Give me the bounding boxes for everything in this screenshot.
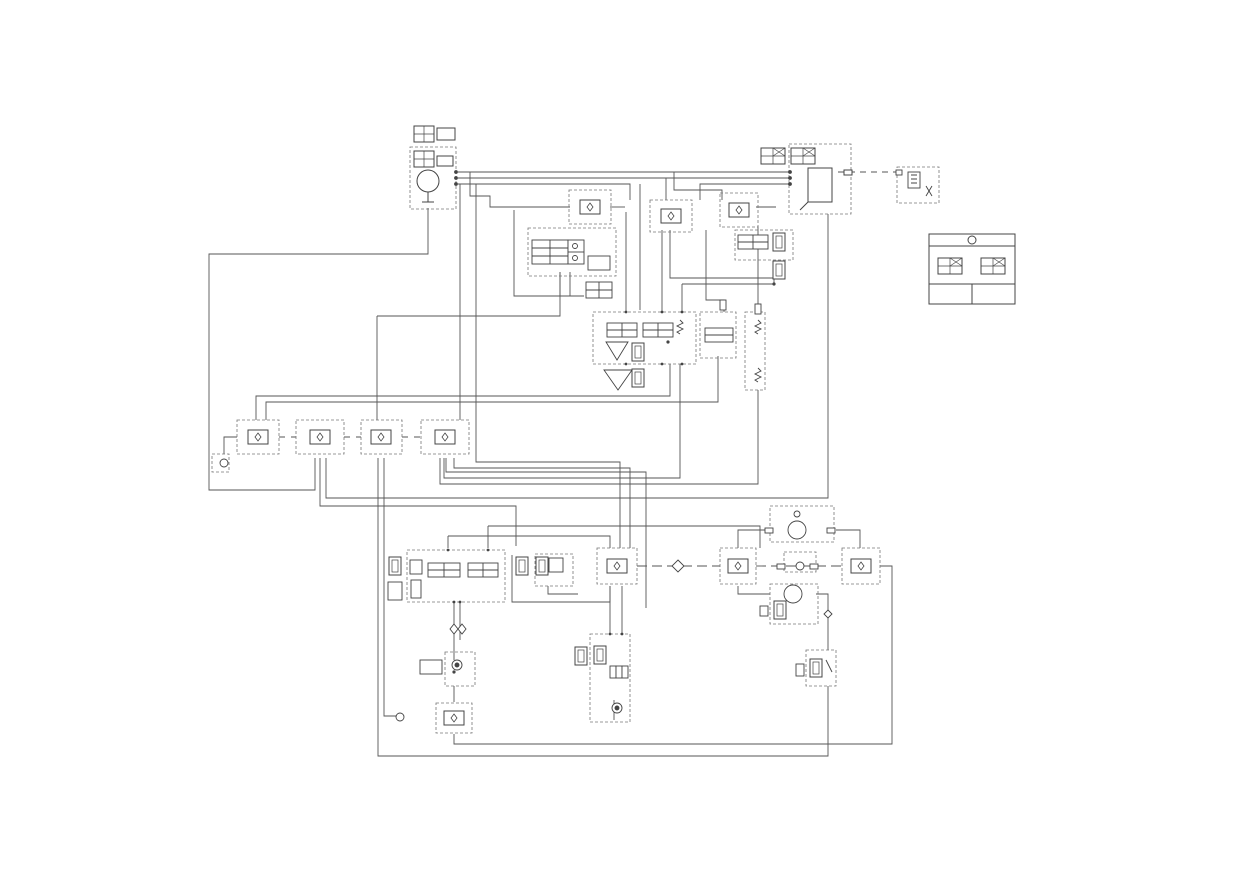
junction-dots	[446, 282, 776, 674]
generator-unit	[413, 125, 458, 203]
relay-unit	[895, 169, 933, 197]
right-cluster-connectors	[737, 232, 786, 280]
handlebar-switch-cluster	[603, 299, 763, 391]
terminals	[219, 458, 833, 722]
wires	[208, 171, 896, 757]
center-bottom-cluster	[574, 645, 629, 714]
right-bottom-cluster	[759, 510, 836, 678]
lower-left-cluster	[387, 556, 564, 675]
regulator-unit	[760, 147, 853, 211]
center-control-box	[531, 239, 613, 299]
legend-panel	[928, 233, 1016, 305]
